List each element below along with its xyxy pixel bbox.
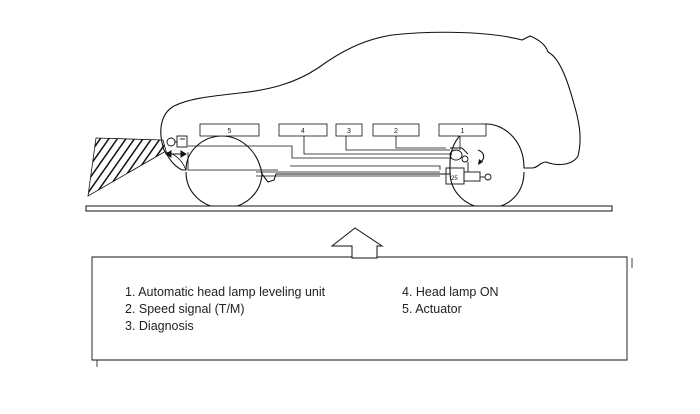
callout-box-1	[438, 123, 487, 137]
rear-wheel	[449, 171, 525, 209]
legend-left-column: 1. Automatic head lamp leveling unit 2. …	[125, 284, 325, 335]
legend-item-2: 2. Speed signal (T/M)	[125, 302, 245, 316]
callout-label-2: 2	[394, 128, 398, 135]
legend-item-1: 1. Automatic head lamp leveling unit	[125, 285, 326, 299]
upward-arrow	[330, 227, 384, 259]
callout-label-4: 4	[301, 128, 305, 135]
callout-label-3: 3	[347, 128, 351, 135]
vehicle-body-outline	[160, 31, 581, 183]
callout-label-5: 5	[228, 128, 232, 135]
adjust-arrow-icon	[165, 150, 187, 158]
legend-box	[91, 256, 628, 361]
legend-item-5: 5. Actuator	[402, 302, 462, 316]
rotation-arrowhead	[478, 159, 483, 165]
leveling-unit-icon: 25	[445, 147, 492, 185]
headlamp-beam	[87, 137, 167, 197]
legend-item-4: 4. Head lamp ON	[402, 285, 499, 299]
front-wheel	[185, 171, 263, 209]
callout-box-4	[278, 123, 328, 137]
wiring-harness	[187, 136, 461, 177]
front-actuator-icon	[166, 135, 188, 148]
legend-right-column: 4. Head lamp ON 5. Actuator	[402, 284, 499, 318]
callout-boxes: 5 4 3 2 1	[199, 123, 487, 137]
svg-text:25: 25	[451, 176, 458, 182]
ground-line	[85, 205, 613, 212]
callout-label-1: 1	[461, 128, 465, 135]
legend-item-3: 3. Diagnosis	[125, 319, 194, 333]
callout-box-3	[335, 123, 363, 137]
callout-box-5	[199, 123, 260, 137]
